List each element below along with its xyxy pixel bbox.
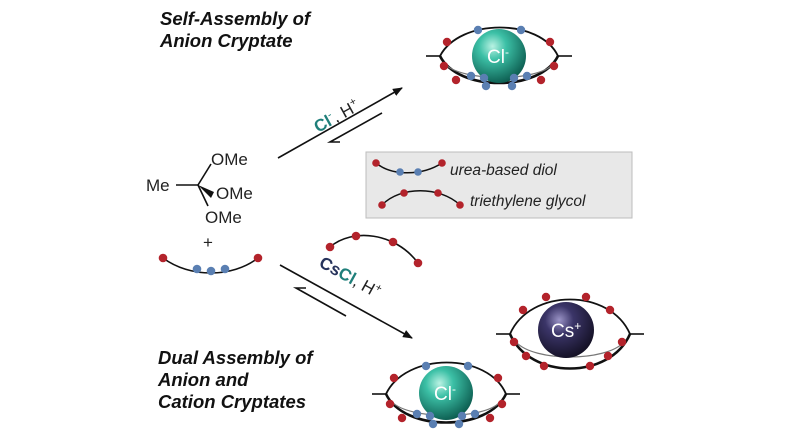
anion-cryptate-top: Cl- bbox=[426, 25, 572, 91]
cation-symbol: Cs bbox=[551, 321, 574, 342]
fragment-strand bbox=[329, 234, 419, 264]
legend-urea-symbol bbox=[372, 159, 446, 176]
oxygen-atoms bbox=[385, 373, 507, 423]
ome-mid-text: OMe bbox=[216, 184, 253, 203]
oxygen-atoms bbox=[439, 37, 559, 85]
legend-box bbox=[365, 151, 633, 219]
anion-symbol: Cl bbox=[434, 384, 452, 405]
legend-glycol-label: triethylene glycol bbox=[470, 193, 586, 210]
equilibrium-arrows-top bbox=[277, 87, 403, 159]
cage-upper-strand bbox=[509, 298, 631, 335]
cage-lower-strand bbox=[384, 393, 508, 424]
ome-bot-text: OMe bbox=[205, 208, 242, 227]
anion-charge: - bbox=[505, 45, 509, 59]
anion-symbol: Cl bbox=[487, 47, 505, 68]
anion-sphere bbox=[419, 366, 473, 420]
forward-arrow bbox=[279, 264, 413, 339]
reverse-arrow bbox=[292, 287, 347, 317]
glycol-fragment bbox=[325, 231, 423, 268]
trimethyl-orthoacetate: Me OMe OMe OMe + bbox=[146, 150, 253, 252]
anion-charge: - bbox=[452, 382, 456, 396]
anion-sphere bbox=[472, 29, 526, 83]
ome-top: OMe bbox=[211, 150, 248, 169]
ome-top-text: OMe bbox=[211, 150, 248, 169]
anion-label: Cl- bbox=[487, 45, 509, 68]
urea-nitrogen-atoms bbox=[412, 361, 480, 429]
reagent-acid-charge: + bbox=[347, 95, 358, 109]
methyl-label: Me bbox=[146, 176, 170, 195]
wedge-bond bbox=[198, 185, 214, 198]
legend-urea-label: urea-based diol bbox=[450, 162, 557, 179]
c-o-bond-up bbox=[197, 163, 212, 186]
title-dual-assembly: Dual Assembly of Anion and Cation Crypta… bbox=[158, 347, 313, 413]
title-line-2: Anion Cryptate bbox=[160, 30, 293, 51]
reagent-chloride-charge: - bbox=[325, 109, 334, 121]
c-o-bond-down bbox=[197, 184, 209, 207]
reagent-top: Cl-, H+ bbox=[310, 95, 362, 136]
title-line-1: Self-Assembly of bbox=[160, 8, 311, 29]
title-line-3: Cation Cryptates bbox=[158, 391, 307, 412]
reagent-acid-charge: + bbox=[373, 281, 384, 295]
reverse-arrow bbox=[326, 112, 383, 143]
title-line-2: Anion and bbox=[158, 369, 249, 390]
forward-arrow bbox=[277, 87, 403, 159]
anion-label: Cl- bbox=[434, 382, 456, 405]
cation-sphere bbox=[538, 302, 594, 358]
title-line-1: Dual Assembly of bbox=[158, 347, 313, 368]
legend-glycol-symbol bbox=[378, 189, 464, 209]
title-self-assembly: Self-Assembly of Anion Cryptate bbox=[160, 8, 310, 52]
equilibrium-arrows-bottom bbox=[279, 264, 413, 339]
cage-lower-strand bbox=[508, 333, 632, 370]
anion-cryptate-bottom: Cl- bbox=[372, 361, 520, 429]
urea-diol-fragment bbox=[158, 253, 263, 276]
urea-nitrogen-atoms bbox=[466, 25, 532, 91]
plus-sign: + bbox=[203, 233, 213, 252]
ome-bot: OMe bbox=[205, 208, 242, 227]
ome-mid: OMe bbox=[216, 184, 253, 203]
cation-cryptate: Cs+ bbox=[496, 292, 644, 371]
cation-label: Cs+ bbox=[551, 319, 581, 342]
cation-charge: + bbox=[574, 319, 581, 333]
oxygen-atoms bbox=[509, 292, 627, 371]
legend: urea-based diol triethylene glycol bbox=[365, 151, 633, 219]
reagent-bottom: CsCl, H+ bbox=[316, 252, 384, 302]
